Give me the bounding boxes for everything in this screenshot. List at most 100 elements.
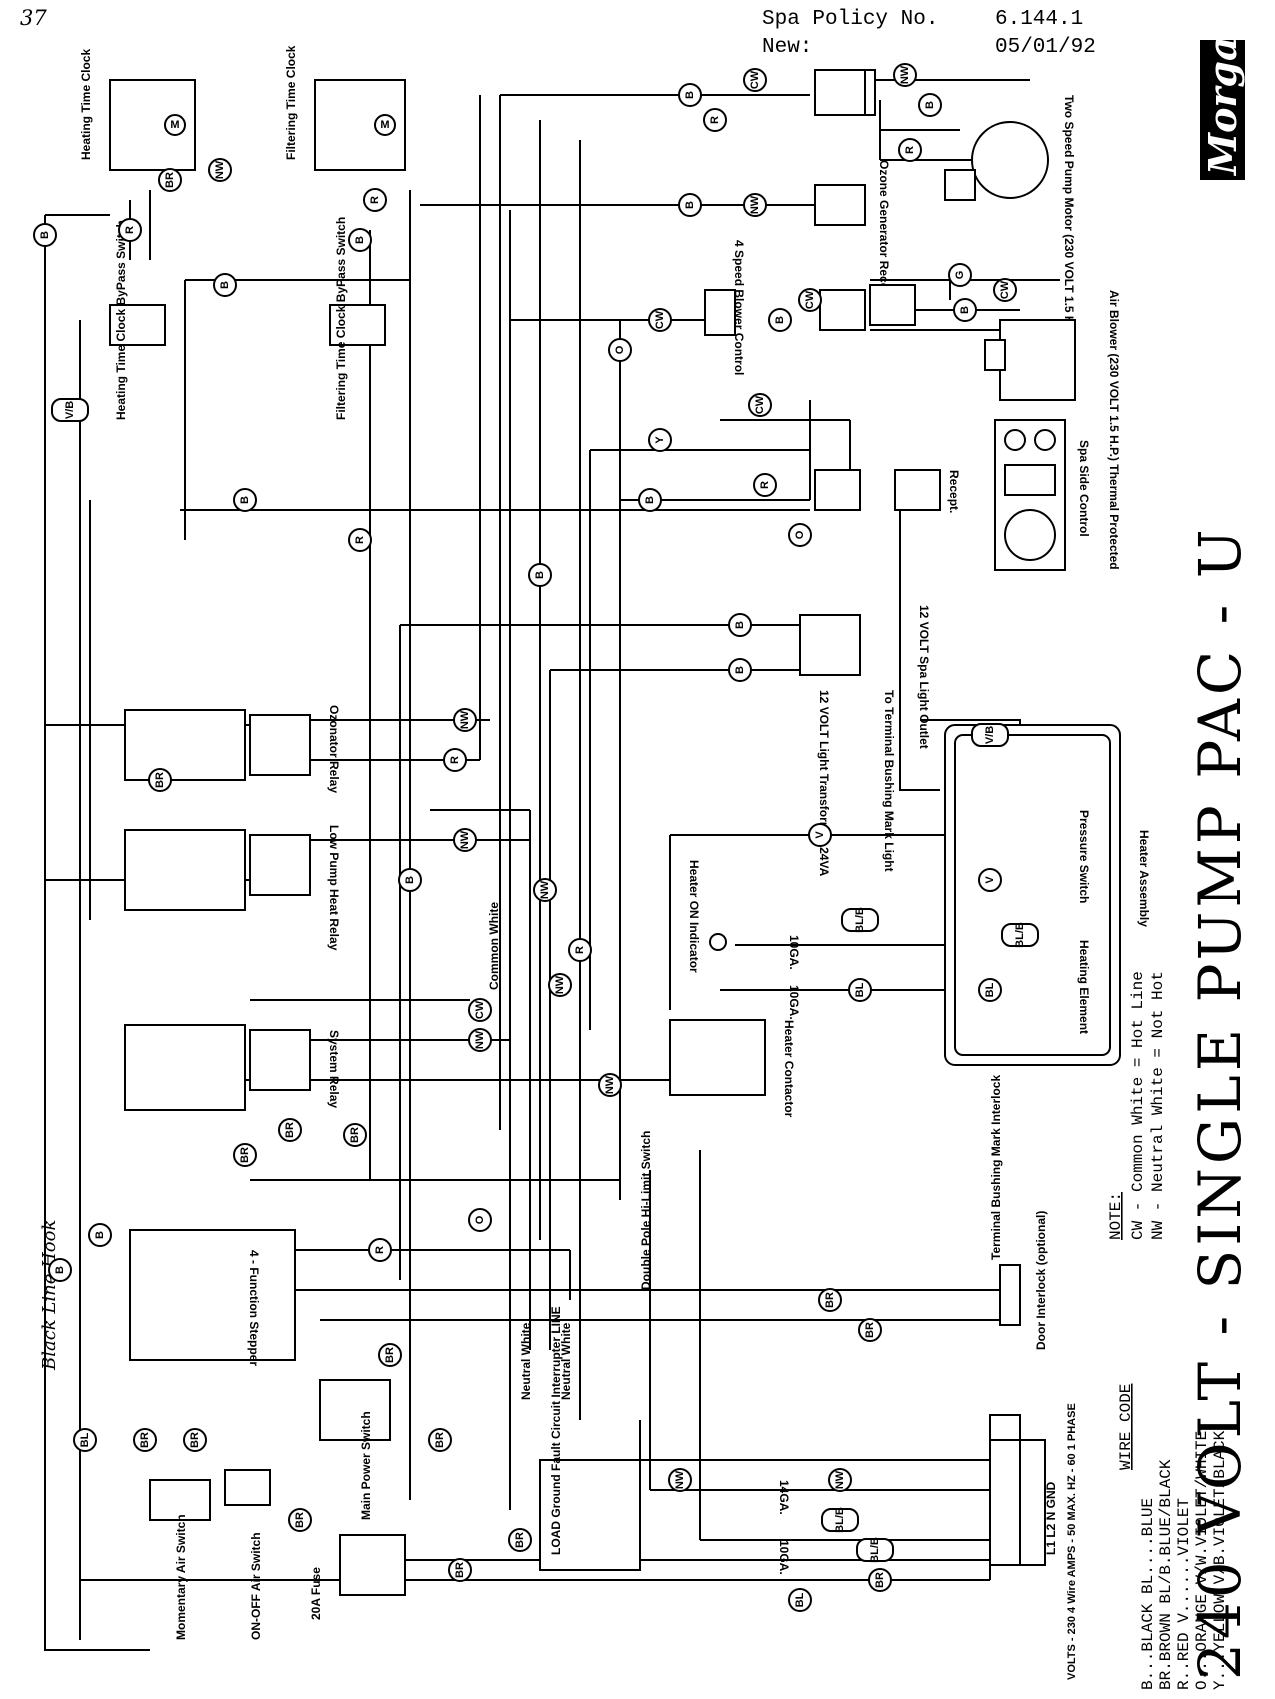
wire-tag: B <box>678 193 702 217</box>
main-power-switch <box>319 1379 391 1441</box>
heating-time-clock: M <box>109 79 196 171</box>
system-relay <box>124 1024 311 1111</box>
wire-tag-label: R <box>354 536 366 544</box>
wire-tag-label: CW <box>804 290 816 309</box>
wire-tag: BL <box>788 1588 812 1612</box>
note-heading: NOTE: <box>1107 1192 1125 1240</box>
blower-recept-1 <box>819 289 866 331</box>
terminal-block <box>989 1414 1046 1566</box>
wire-tag: R <box>348 528 372 552</box>
gfci-label: LOAD Ground Fault Circuit Interrupter LI… <box>549 1306 563 1555</box>
wire-tag: V <box>808 823 832 847</box>
heater-assembly-label: Heater Assembly <box>1137 830 1151 927</box>
wire-tag: B <box>638 488 662 512</box>
handwritten-note: Black Line Hook <box>39 1220 60 1371</box>
wire-tag-label: V/B <box>64 401 76 419</box>
spa-recept-1 <box>814 469 861 511</box>
wire-tag-label: B <box>219 281 231 289</box>
air-blower <box>999 319 1076 401</box>
wire-tag: BR <box>288 1508 312 1532</box>
pressure-switch-label: Pressure Switch <box>1077 810 1091 903</box>
wire-tag-label: R <box>374 1246 386 1254</box>
wire-tag: BR <box>158 168 182 192</box>
wire-code-legend: WIRE CODE B...BLACK BL....BLUE BR.BROWN … <box>1117 1384 1229 1690</box>
wire-tag-label: BR <box>239 1147 251 1163</box>
wire-tag: BL/B <box>821 1507 859 1533</box>
wire-tag: BL/B <box>1001 922 1039 948</box>
wire-tag-label: BR <box>349 1127 361 1143</box>
wire-tag-label: BR <box>824 1292 836 1308</box>
pump-motor-label: Two Speed Pump Motor (230 VOLT 1.5 H.P.) <box>1062 95 1076 342</box>
wire-tag-label: R <box>574 946 586 954</box>
wire-tag-label: R <box>124 226 136 234</box>
wire-tag-label: R <box>449 756 461 764</box>
bushing-interlock-label: Terminal Bushing Mark Interlock <box>989 1075 1003 1260</box>
wire-tag-label: B <box>734 621 746 629</box>
wire-tag-label: B <box>239 496 251 504</box>
wire-tag: CW <box>468 998 492 1022</box>
ozonator-relay <box>124 709 311 781</box>
wire-tag-label: NW <box>604 1075 616 1094</box>
gauge-label: 10GA. <box>777 1540 791 1575</box>
wire-tag-label: CW <box>749 70 761 89</box>
function-stepper <box>129 1229 296 1361</box>
wire-code-row: R..RED V......VIOLET <box>1175 1498 1193 1690</box>
fuse-label: 20A Fuse <box>309 1567 323 1620</box>
gfci <box>539 1459 641 1571</box>
filtering-time-clock: M <box>314 79 406 171</box>
main-power-label: Main Power Switch <box>359 1411 373 1520</box>
wire-tag: NW <box>208 158 232 182</box>
wire-tag: NW <box>533 878 557 902</box>
wire-code-heading: WIRE CODE <box>1117 1384 1135 1470</box>
heater-contactor-label: Heater Contactor <box>782 1020 796 1118</box>
svg-text:Morgan: Morgan <box>1200 9 1245 177</box>
new-value: 05/01/92 <box>995 36 1096 59</box>
gauge-label: 10GA. <box>787 935 801 970</box>
wire-tag: B <box>953 298 977 322</box>
wire-tag-label: V <box>814 831 826 839</box>
wire-tag-label: B <box>404 876 416 884</box>
momentary-label: Momentary Air Switch <box>174 1514 188 1640</box>
wire-tag: B <box>398 868 422 892</box>
wire-tag: NW <box>468 1028 492 1052</box>
wire-tag: CW <box>743 68 767 92</box>
wire-tag-label: B <box>684 91 696 99</box>
wire-tag: O <box>468 1208 492 1232</box>
heating-element-label: Heating Element <box>1077 940 1091 1034</box>
wire-tag-label: CW <box>754 395 766 414</box>
wire-tag: CW <box>748 393 772 417</box>
wire-tag-label: B <box>354 236 366 244</box>
wire-tag: R <box>368 1238 392 1262</box>
wire-tag: CW <box>993 278 1017 302</box>
wire-tag: BR <box>868 1568 892 1592</box>
wire-tag-label: BL <box>79 1432 91 1447</box>
onoff-label: ON-OFF Air Switch <box>249 1532 263 1640</box>
wire-tag-label: B <box>774 316 786 324</box>
onoff-air-switch <box>224 1469 271 1506</box>
bushing-light-label: To Terminal Bushing Mark Light <box>882 690 896 872</box>
wire-tag: R <box>443 748 467 772</box>
wire-tag: R <box>898 138 922 162</box>
blower-control <box>704 289 736 336</box>
wire-tag-label: NW <box>459 710 471 729</box>
wire-tag-label: BR <box>189 1432 201 1448</box>
wire-tag-label: B <box>644 496 656 504</box>
wire-tag: BL/B <box>856 1537 894 1563</box>
wire-tag: NW <box>453 828 477 852</box>
wire-tag: BL <box>848 978 872 1002</box>
pump-motor <box>814 69 1049 201</box>
wire-tag: V <box>978 868 1002 892</box>
wire-tag: O <box>788 523 812 547</box>
wire-code-row: Y...YELLOW V/B.VIOLET/BLACK <box>1211 1430 1229 1690</box>
wire-tag: B <box>348 228 372 252</box>
fuse <box>339 1534 406 1596</box>
wire-tag: CW <box>798 288 822 312</box>
wire-tag-label: NW <box>459 830 471 849</box>
wire-tag-label: NW <box>214 160 226 179</box>
wire-tag: BR <box>378 1343 402 1367</box>
wire-tag-label: B <box>684 201 696 209</box>
wire-tag: B <box>33 223 57 247</box>
wire-tag-label: B <box>924 101 936 109</box>
gauge-label: 14GA. <box>777 1480 791 1515</box>
